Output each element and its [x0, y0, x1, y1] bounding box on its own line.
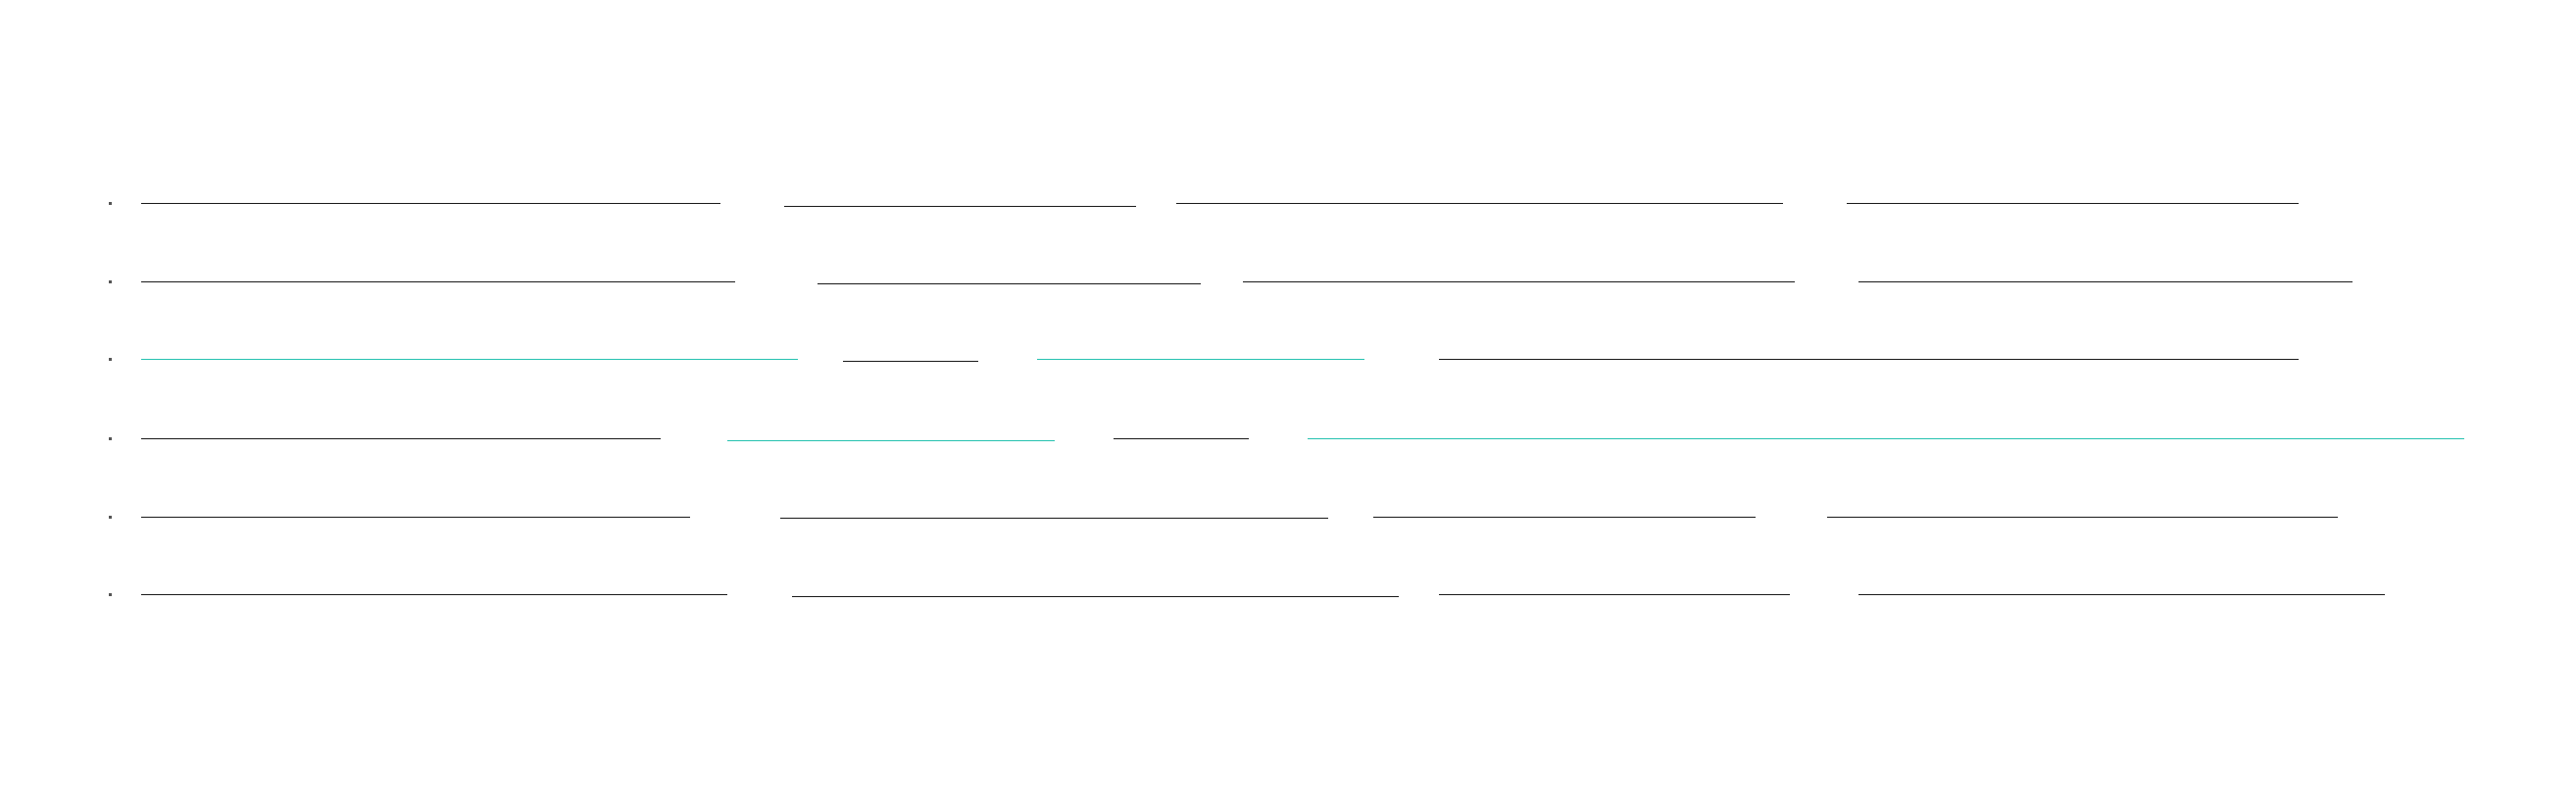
line-row: [0, 349, 2576, 369]
line-segment: [1827, 517, 2338, 518]
accent-line-segment: [141, 359, 798, 360]
line-segment: [784, 206, 1136, 207]
line-segment: [780, 518, 1328, 519]
accent-line-segment: [727, 440, 1055, 441]
bullet-dot: [109, 280, 112, 283]
line-row: [0, 272, 2576, 291]
line-segment: [1114, 438, 1249, 439]
line-segment: [1858, 281, 2353, 282]
line-row: [0, 428, 2576, 448]
line-segment: [141, 281, 735, 282]
bullet-dot: [109, 202, 112, 205]
line-segment: [1847, 203, 2299, 204]
bullet-dot: [109, 358, 112, 361]
line-segment: [1439, 594, 1790, 595]
line-segment: [1858, 594, 2385, 595]
line-segment: [141, 594, 727, 595]
line-segment: [817, 283, 1201, 284]
line-segment: [1243, 281, 1795, 282]
line-segment: [792, 596, 1399, 597]
bullet-dot: [109, 437, 112, 440]
line-row: [0, 507, 2576, 527]
line-segment: [141, 203, 720, 204]
line-segment: [843, 361, 978, 362]
bullet-dot: [109, 593, 112, 596]
line-segment: [1176, 203, 1783, 204]
line-row: [0, 584, 2576, 604]
line-segment: [141, 438, 661, 439]
accent-line-segment: [1308, 438, 2464, 439]
line-segment: [1439, 359, 2299, 360]
line-segment: [1373, 517, 1756, 518]
line-segment: [141, 517, 690, 518]
line-row: [0, 193, 2576, 213]
accent-line-segment: [1037, 359, 1364, 360]
bullet-dot: [109, 516, 112, 519]
